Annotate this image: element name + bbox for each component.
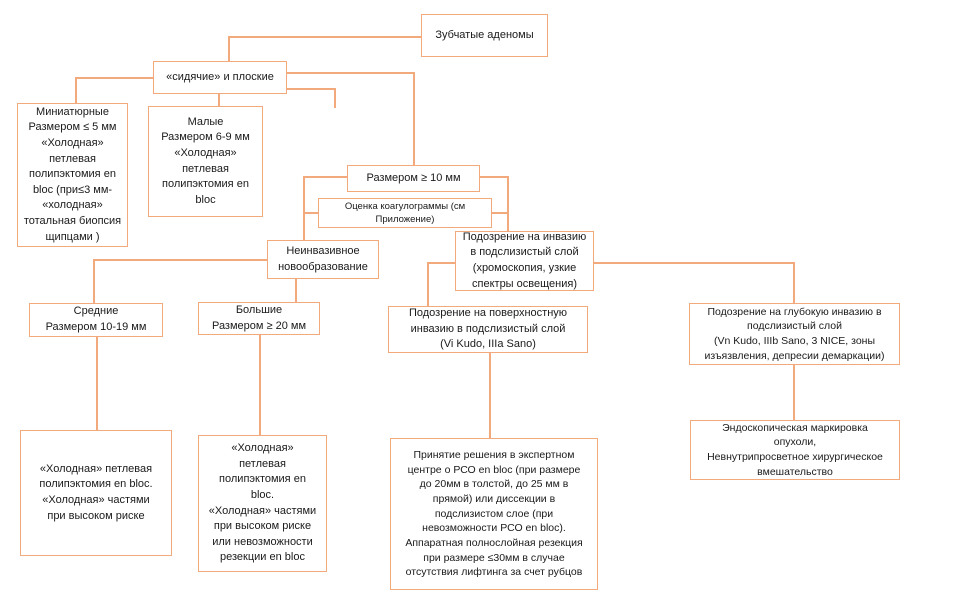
connector-line: [303, 176, 305, 240]
connector-line: [295, 279, 297, 302]
connector-line: [228, 36, 421, 38]
node-coagulogram-check: Оценка коагулограммы (см Приложение): [318, 198, 492, 228]
node-noninvasive-neoplasm: Неинвазивное новообразование: [267, 240, 379, 279]
connector-line: [507, 176, 509, 231]
node-suspected-submucosal-invasion: Подозрение на инвазию в подслизистый сло…: [455, 231, 594, 291]
node-sessile-flat: «сидячие» и плоские: [153, 61, 287, 94]
connector-line: [93, 259, 95, 303]
connector-line: [287, 88, 334, 90]
connector-line: [480, 176, 507, 178]
node-large-ge-20mm: Большие Размером ≥ 20 мм: [198, 302, 320, 335]
connector-line: [303, 176, 347, 178]
connector-line: [75, 77, 153, 79]
node-cold-snare-medium: «Холодная» петлевая полипэктомия en bloc…: [20, 430, 172, 556]
connector-line: [228, 36, 230, 61]
connector-line: [594, 262, 793, 264]
node-deep-invasion: Подозрение на глубокую инвазию в подслиз…: [689, 303, 900, 365]
node-small-6-9mm: Малые Размером 6-9 мм «Холодная» петлева…: [148, 106, 263, 217]
node-cold-snare-large: «Холодная» петлевая полипэктомия en bloc…: [198, 435, 327, 572]
node-miniature-le5mm: Миниатюрные Размером ≤ 5 мм «Холодная» п…: [17, 103, 128, 247]
connector-line: [492, 212, 507, 214]
connector-line: [489, 353, 491, 438]
connector-line: [793, 262, 795, 303]
connector-line: [287, 72, 413, 74]
node-size-ge-10mm: Размером ≥ 10 мм: [347, 165, 480, 192]
connector-line: [75, 77, 77, 103]
node-medium-10-19mm: Средние Размером 10-19 мм: [29, 303, 163, 337]
connector-line: [93, 259, 267, 261]
connector-line: [334, 88, 336, 108]
connector-line: [96, 337, 98, 430]
connector-line: [427, 262, 455, 264]
connector-line: [259, 335, 261, 435]
connector-line: [303, 212, 318, 214]
node-superficial-invasion: Подозрение на поверхностную инвазию в по…: [388, 306, 588, 353]
node-expert-center-decision: Принятие решения в экспертном центре о Р…: [390, 438, 598, 590]
connector-line: [218, 94, 220, 106]
node-endoscopic-marking: Эндоскопическая маркировка опухоли, Невн…: [690, 420, 900, 480]
connector-line: [427, 262, 429, 306]
connector-line: [793, 365, 795, 420]
connector-line: [413, 72, 415, 165]
node-serrated-adenomas: Зубчатые аденомы: [421, 14, 548, 57]
